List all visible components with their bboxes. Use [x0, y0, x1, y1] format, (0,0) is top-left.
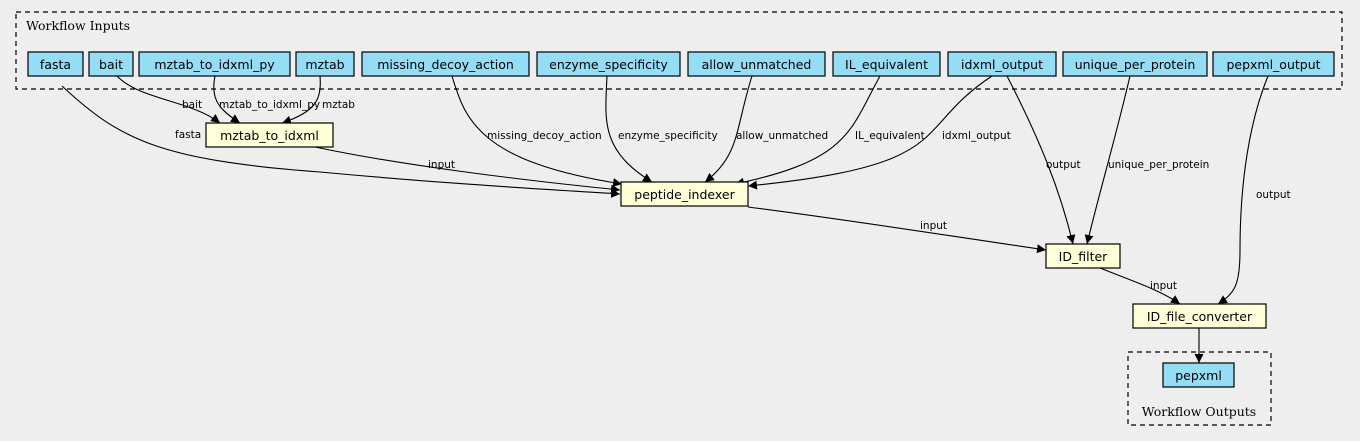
input-node-missing-decoy-action[interactable]: missing_decoy_action	[361, 51, 530, 77]
output-node-pepxml[interactable]: pepxml	[1162, 362, 1235, 388]
workflow-outputs-label: Workflow Outputs	[1142, 404, 1256, 419]
input-node-unique-per-protein[interactable]: unique_per_protein	[1062, 51, 1208, 77]
edge-label: allow_unmatched	[736, 130, 828, 142]
node-label: pepxml_output	[1226, 57, 1320, 72]
edge-idxml-output-to-id-filter: output	[1006, 75, 1081, 245]
edge-label: missing_decoy_action	[487, 130, 602, 142]
node-label: peptide_indexer	[634, 187, 735, 202]
input-node-mztab-to-idxml-py[interactable]: mztab_to_idxml_py	[138, 51, 291, 77]
step-node-mztab-to-idxml[interactable]: mztab_to_idxml	[205, 122, 334, 148]
input-node-idxml-output[interactable]: idxml_output	[947, 51, 1057, 77]
input-node-bait[interactable]: bait	[88, 51, 134, 77]
edge-allow-unmatched-to-peptide-indexer: allow_unmatched	[704, 75, 828, 183]
node-label: idxml_output	[961, 57, 1043, 72]
edge-fasta-to-peptide-indexer: fasta	[61, 85, 621, 198]
node-label: missing_decoy_action	[377, 57, 514, 72]
step-node-peptide-indexer[interactable]: peptide_indexer	[620, 181, 749, 207]
node-label: unique_per_protein	[1075, 57, 1196, 72]
edge-mztab-to-idxml-to-peptide-indexer: input	[314, 146, 621, 194]
node-label: bait	[99, 57, 123, 72]
input-node-pepxml-output[interactable]: pepxml_output	[1212, 51, 1335, 77]
node-label: mztab_to_idxml	[220, 128, 319, 143]
edges: fasta bait mztab_to_idxml_py mztab input…	[61, 75, 1291, 363]
workflow-inputs-cluster: Workflow Inputs	[15, 11, 1343, 90]
edge-label: IL_equivalent	[855, 130, 925, 142]
step-node-id-file-converter[interactable]: ID_file_converter	[1132, 303, 1267, 329]
edge-idxml-output-to-peptide-indexer: idxml_output	[747, 75, 1011, 190]
input-node-mztab[interactable]: mztab	[295, 51, 355, 77]
edge-label: bait	[182, 99, 202, 111]
input-nodes: fasta bait mztab_to_idxml_py mztab missi…	[27, 51, 1335, 77]
edge-label: mztab	[322, 99, 355, 111]
node-label: mztab	[305, 57, 344, 72]
step-nodes: mztab_to_idxml peptide_indexer ID_filter…	[205, 122, 1267, 329]
edge-peptide-indexer-to-id-filter: input	[747, 206, 1047, 254]
edge-label: mztab_to_idxml_py	[219, 99, 320, 111]
output-nodes: pepxml	[1162, 362, 1235, 388]
node-label: IL_equivalent	[845, 57, 928, 72]
edge-il-equivalent-to-peptide-indexer: IL_equivalent	[734, 75, 925, 187]
node-label: fasta	[40, 57, 71, 72]
node-label: enzyme_specificity	[549, 57, 668, 72]
edge-label: idxml_output	[942, 130, 1011, 142]
edge-enzyme-specificity-to-peptide-indexer: enzyme_specificity	[605, 75, 718, 183]
input-node-allow-unmatched[interactable]: allow_unmatched	[687, 51, 826, 77]
edge-label: fasta	[175, 129, 201, 141]
edge-label: output	[1256, 189, 1291, 201]
edge-mztab-to-idxml-py-to-mztab-to-idxml: mztab_to_idxml_py	[213, 75, 320, 124]
edge-label: input	[1150, 280, 1177, 292]
node-label: ID_filter	[1059, 249, 1108, 264]
input-node-il-equivalent[interactable]: IL_equivalent	[832, 51, 941, 77]
node-label: ID_file_converter	[1147, 309, 1253, 324]
input-node-enzyme-specificity[interactable]: enzyme_specificity	[536, 51, 681, 77]
edge-unique-per-protein-to-id-filter: unique_per_protein	[1084, 75, 1209, 245]
node-label: allow_unmatched	[702, 57, 812, 72]
workflow-inputs-label: Workflow Inputs	[26, 18, 130, 33]
edge-bait-to-mztab-to-idxml: bait	[116, 75, 221, 124]
edge-label: enzyme_specificity	[618, 130, 718, 142]
step-node-id-filter[interactable]: ID_filter	[1045, 243, 1121, 269]
node-label: pepxml	[1175, 368, 1222, 383]
edge-label: input	[920, 220, 947, 232]
edge-label: output	[1046, 159, 1081, 171]
node-label: mztab_to_idxml_py	[154, 57, 275, 72]
workflow-outputs-cluster: Workflow Outputs	[1127, 351, 1272, 426]
edge-pepxml-output-to-id-file-converter: output	[1217, 75, 1291, 305]
edge-label: input	[428, 159, 455, 171]
input-node-fasta[interactable]: fasta	[27, 51, 84, 77]
edge-id-filter-to-id-file-converter: input	[1099, 267, 1181, 305]
edge-label: unique_per_protein	[1108, 159, 1209, 171]
edge-mztab-to-mztab-to-idxml: mztab	[281, 75, 355, 125]
edge-missing-decoy-action-to-peptide-indexer: missing_decoy_action	[451, 75, 623, 188]
